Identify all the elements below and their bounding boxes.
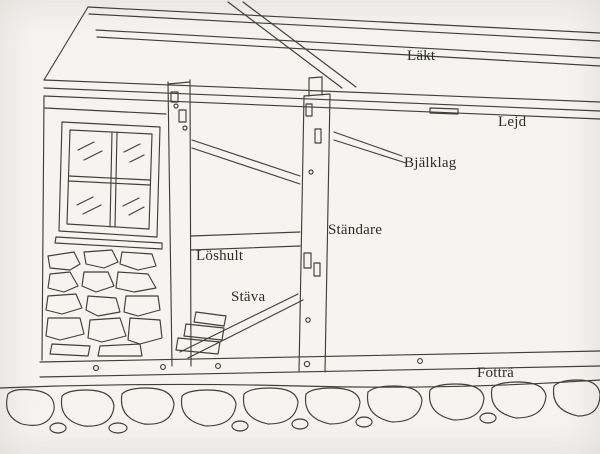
roof-battens <box>43 6 600 81</box>
label-lakt: Läkt <box>407 48 436 64</box>
loshult-rail <box>190 231 301 251</box>
standare-post <box>298 76 331 373</box>
label-fottra: Fotträ <box>477 365 515 381</box>
rafters <box>227 1 357 89</box>
label-loshult: Löshult <box>196 248 244 264</box>
stava-brace <box>179 293 304 359</box>
stone-wall <box>45 249 163 357</box>
fottra-sill <box>39 350 600 378</box>
brick-steps <box>175 311 227 355</box>
foundation-stones <box>0 379 600 434</box>
label-stava: Stäva <box>231 289 266 305</box>
label-bjalklag: Bjälklag <box>404 155 457 171</box>
label-standare: Ständare <box>328 222 383 238</box>
left-post <box>167 79 192 367</box>
label-lejd: Lejd <box>498 114 527 130</box>
bjalklag-joists <box>191 131 407 185</box>
window <box>41 95 167 361</box>
